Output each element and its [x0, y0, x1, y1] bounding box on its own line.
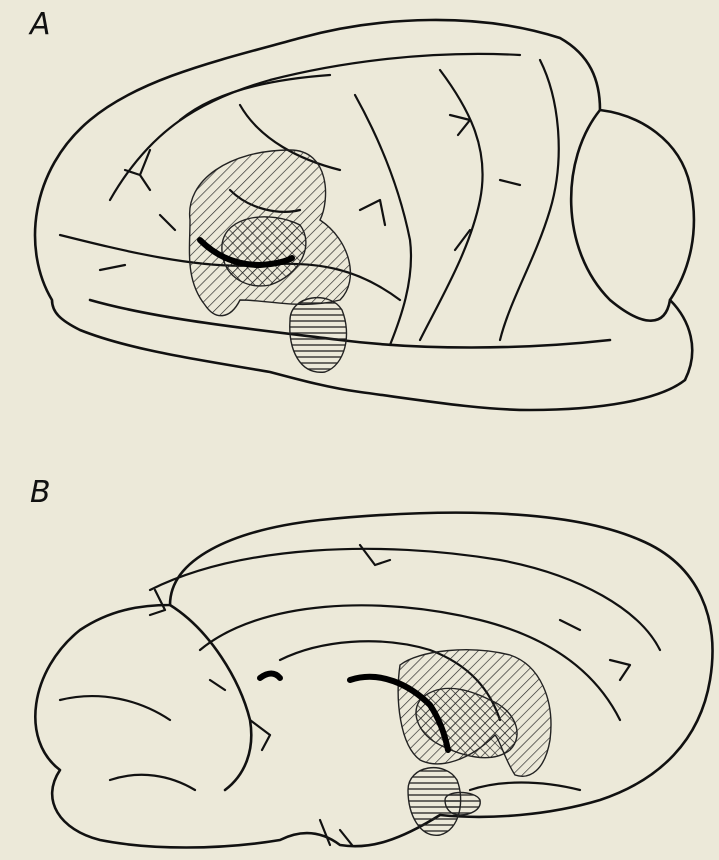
panel-a-sulcus-6 — [420, 70, 483, 340]
panel-a-temporal-line — [90, 300, 610, 348]
panel-a-sulcus-10 — [100, 215, 175, 270]
panel-a-sulcus-7 — [500, 60, 559, 340]
panel-a-sulcus-8 — [450, 115, 520, 250]
panel-a-lesion-horizontal — [290, 298, 347, 373]
panel-a-brain — [35, 20, 694, 410]
panel-b-sulcus-3 — [560, 620, 630, 680]
panel-b-dark-tract-2 — [260, 674, 280, 679]
panel-b-cerebellum-line — [170, 605, 251, 790]
panel-b-sulcus-7 — [470, 783, 580, 791]
panel-a-cerebellum-line — [571, 110, 670, 321]
panel-b-brain — [35, 513, 712, 848]
panel-b-sulcus-4 — [60, 696, 195, 790]
panel-b-cingulate-sulcus — [150, 549, 660, 650]
panel-b-lesion-horizontal-small — [445, 793, 480, 816]
panel-a-brain-outline — [35, 20, 694, 410]
